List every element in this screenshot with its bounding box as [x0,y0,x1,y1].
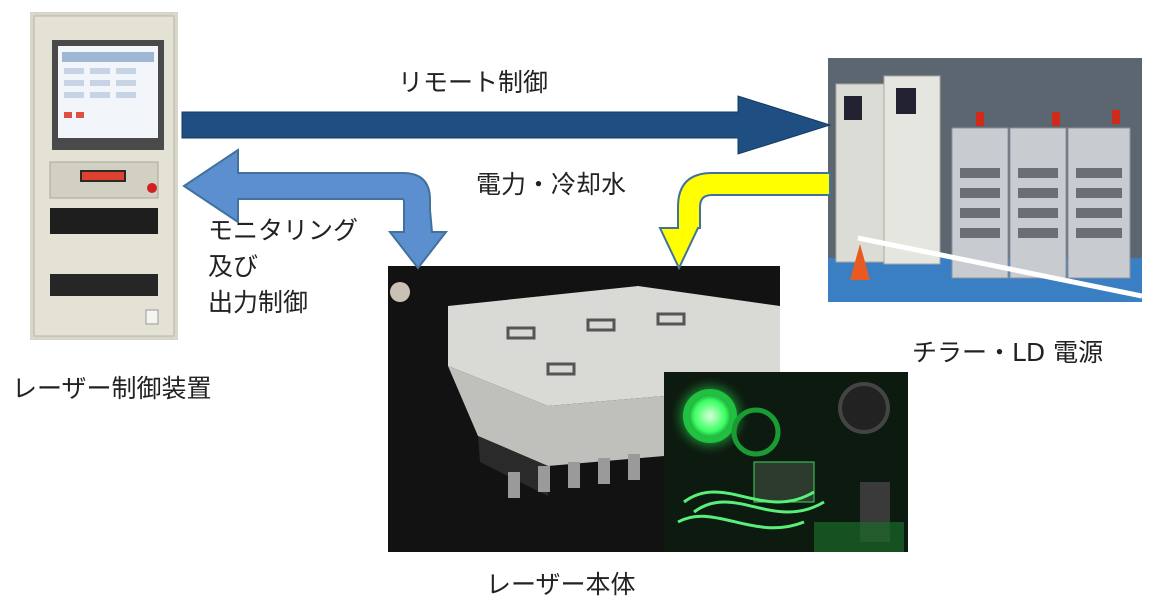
monitoring-line-1: モニタリング [208,216,359,245]
power-cooling-arrow [658,172,831,271]
remote-control-label: リモート制御 [398,68,549,97]
controller-rack-photo [30,12,178,340]
green-laser-optics-photo [664,372,908,552]
chiller-power-supply-photo [828,58,1142,302]
remote-control-arrow [181,95,832,155]
power-cooling-label: 電力・冷却水 [476,170,627,199]
monitoring-line-3: 出力制御 [208,288,309,317]
chiller-ld-label: チラー・LD 電源 [912,338,1104,367]
monitoring-line-2: 及び [208,252,259,281]
laser-body-label: レーザー本体 [486,570,636,599]
controller-label: レーザー制御装置 [12,374,212,403]
monitoring-arrow [182,148,449,270]
